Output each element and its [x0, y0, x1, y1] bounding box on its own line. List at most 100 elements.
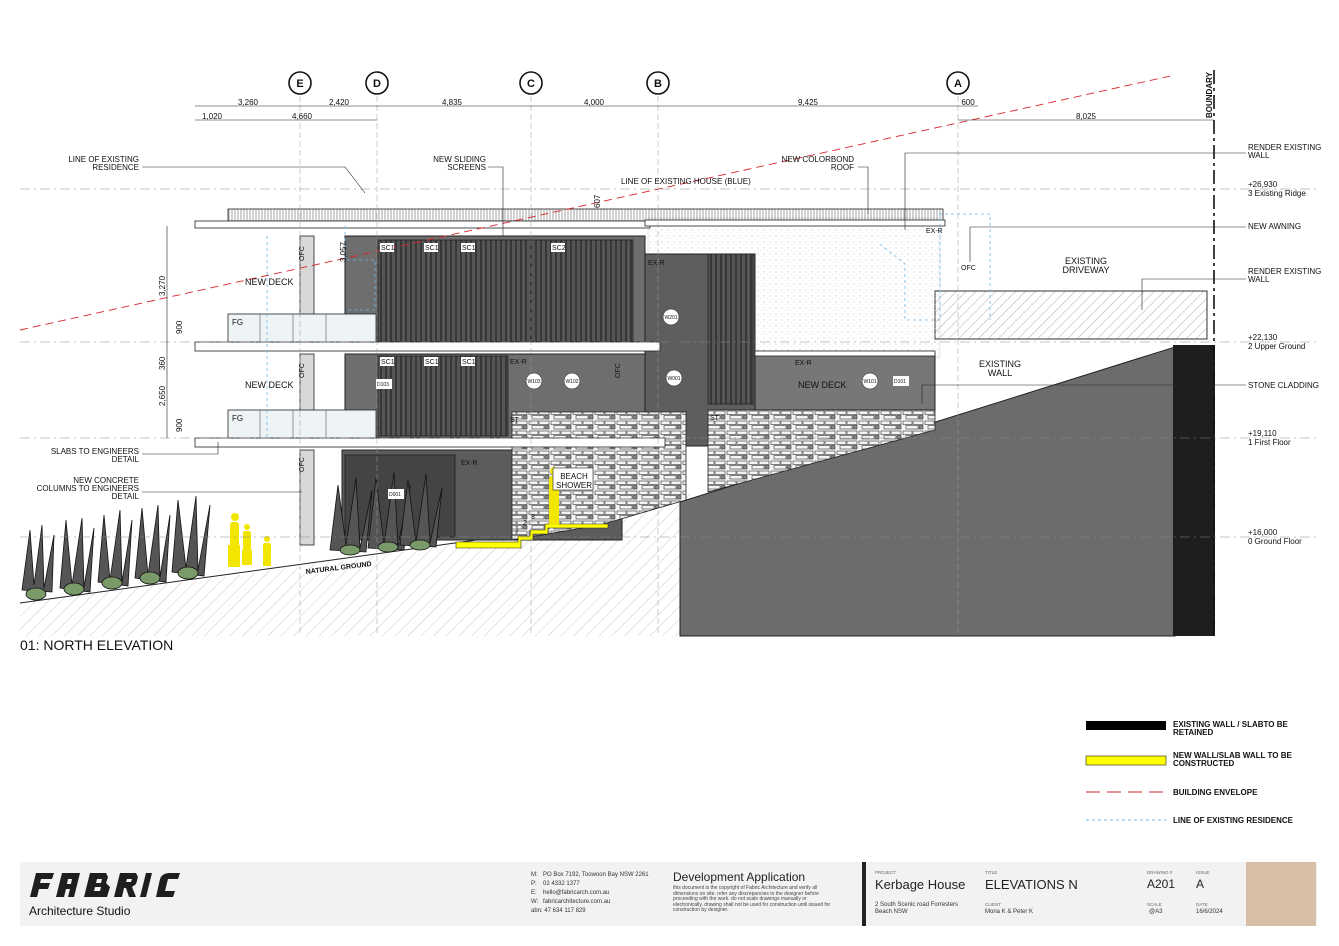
project-address: 2 South Scenic road Forresters Beach NSW — [875, 902, 959, 915]
material-swatch — [1246, 862, 1316, 926]
svg-text:OFC: OFC — [299, 363, 306, 378]
svg-text:SC1: SC1 — [425, 359, 439, 366]
svg-text:1: 1 — [515, 526, 519, 533]
plants-centre — [329, 471, 443, 556]
svg-text:SC2: SC2 — [552, 245, 566, 252]
svg-text:D: D — [373, 78, 381, 90]
first-balustrade — [227, 409, 377, 439]
studio-name: Architecture Studio — [29, 904, 131, 918]
first-deck-slab — [194, 437, 666, 448]
sheet-title: ELEVATIONS N — [985, 877, 1078, 892]
drawing-title: 01: NORTH ELEVATION — [20, 637, 173, 653]
dim-4660: 4,660 — [292, 112, 313, 121]
disclaimer: this document is the copyright of Fabric… — [673, 885, 831, 913]
svg-text:OFC: OFC — [299, 457, 306, 472]
label-new-deck-right: NEW DECK — [798, 380, 847, 390]
upper-screens — [377, 239, 634, 343]
svg-text:D001: D001 — [389, 492, 401, 498]
right-deck-slab — [754, 350, 936, 357]
svg-text:3: 3 — [531, 514, 535, 521]
legend-text-envelope: BUILDING ENVELOPE — [1173, 788, 1258, 797]
svg-text:EX-R: EX-R — [926, 228, 943, 235]
existing-residence-line-right — [879, 213, 991, 321]
svg-text:W001: W001 — [667, 376, 680, 382]
date-label: DATE — [1196, 902, 1208, 907]
svg-text:FG: FG — [232, 318, 243, 327]
issue-label: ISSUE — [1196, 870, 1210, 875]
svg-text:E: E — [296, 78, 303, 90]
ground-hatch — [20, 488, 690, 636]
level-lines — [20, 188, 1316, 538]
upper-balustrade — [227, 313, 377, 343]
issue-value: A — [1196, 877, 1205, 891]
leader-lines — [142, 152, 1246, 493]
svg-text:ST: ST — [710, 415, 720, 422]
svg-text:W102: W102 — [565, 379, 578, 385]
legend-swatch-new — [1085, 755, 1167, 766]
tower-slats — [707, 253, 754, 405]
svg-text:D101: D101 — [894, 379, 906, 385]
svg-text:OFC: OFC — [615, 363, 622, 378]
roof-parapet — [227, 208, 944, 222]
svg-text:EX-R: EX-R — [510, 359, 527, 366]
fabric-logo — [30, 873, 180, 897]
svg-text:SC1: SC1 — [462, 359, 476, 366]
svg-text:OFC: OFC — [299, 246, 306, 261]
svg-text:SC1: SC1 — [462, 245, 476, 252]
dim-3057: 3,057 — [339, 241, 348, 262]
svg-text:FG: FG — [232, 414, 243, 423]
project-name: Kerbage House — [875, 877, 966, 892]
grid-marker-b: B — [646, 71, 670, 95]
svg-text:SC1: SC1 — [381, 359, 395, 366]
legend-text-residence: LINE OF EXISTING RESIDENCE — [1173, 816, 1294, 825]
dim-600: 600 — [961, 98, 975, 107]
svg-text:W103: W103 — [527, 379, 540, 385]
svg-text:2: 2 — [523, 520, 527, 527]
dim-2420: 2,420 — [329, 98, 350, 107]
grid-marker-e: E — [288, 71, 312, 95]
title-block-divider — [862, 862, 866, 926]
svg-text:SC1: SC1 — [425, 245, 439, 252]
legend-swatch-existing — [1086, 721, 1166, 730]
dim-4000: 4,000 — [584, 98, 605, 107]
dim-3270: 3,270 — [158, 275, 167, 296]
plants-left — [21, 495, 211, 601]
dim-900-upper: 900 — [175, 320, 184, 334]
contact-block: M:PO Box 7192, Toowoon Bay NSW 2261 P:02… — [531, 872, 649, 914]
building-envelope-line — [19, 74, 1176, 331]
svg-text:W201: W201 — [664, 315, 677, 321]
stone-cladding-right — [707, 409, 936, 493]
dim-1020: 1,020 — [202, 112, 223, 121]
drawing-number-label: DRAWING # — [1147, 870, 1173, 875]
svg-text:B: B — [654, 78, 662, 90]
existing-driveway-slab — [934, 290, 1208, 340]
svg-text:EX-R: EX-R — [461, 460, 478, 467]
dimension-lines — [195, 105, 1214, 121]
svg-text:W101: W101 — [863, 379, 876, 385]
svg-text:D103: D103 — [377, 382, 389, 388]
svg-text:EX-R: EX-R — [648, 260, 665, 267]
label-new-deck-upper: NEW DECK — [245, 277, 294, 287]
dim-4835: 4,835 — [442, 98, 463, 107]
dim-9425: 9,425 — [798, 98, 819, 107]
svg-text:C: C — [527, 78, 535, 90]
dim-900-lower: 900 — [175, 418, 184, 432]
dim-360: 360 — [158, 356, 167, 370]
scale-label: SCALE — [1147, 902, 1162, 907]
scale-value: @A3 — [1149, 909, 1163, 915]
grid-marker-a: A — [946, 71, 970, 95]
dim-2650: 2,650 — [158, 385, 167, 406]
